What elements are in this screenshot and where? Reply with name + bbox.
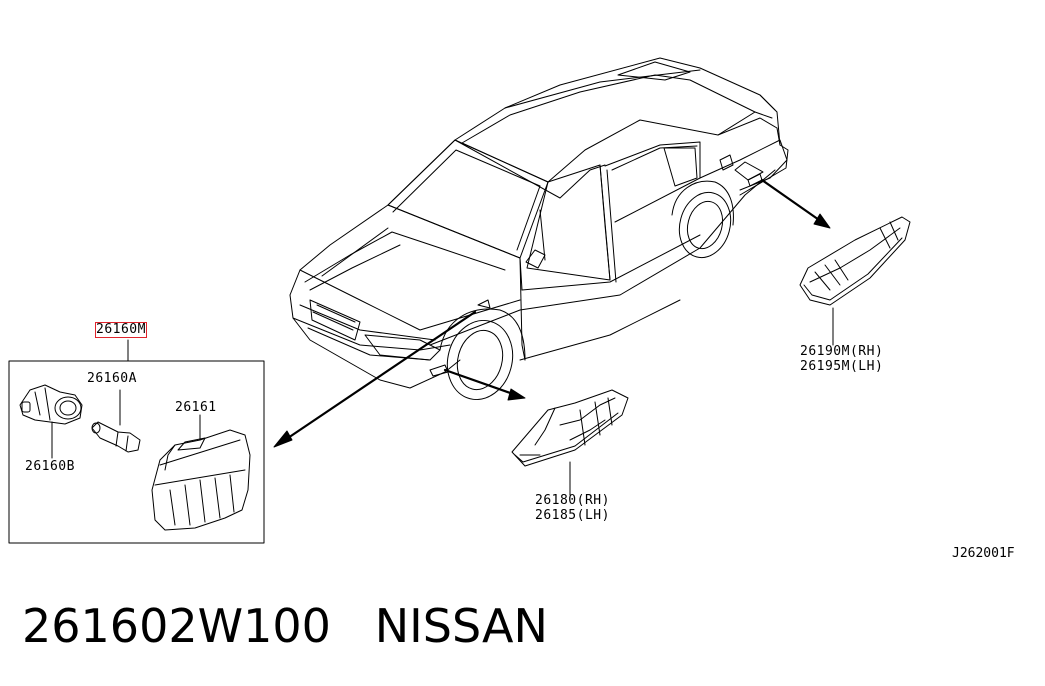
socket-part — [20, 385, 82, 424]
diagram-reference-code: J262001F — [952, 546, 1015, 561]
footer-title: 261602W100 NISSAN — [22, 598, 548, 654]
footer-part-number: 261602W100 — [22, 599, 331, 653]
component-box — [9, 361, 264, 543]
part-label-26161[interactable]: 26161 — [175, 400, 217, 415]
footer-brand: NISSAN — [374, 599, 548, 653]
part-label-26160B[interactable]: 26160B — [25, 459, 75, 474]
car-illustration — [290, 58, 788, 407]
footer-spacer — [331, 599, 375, 653]
rear-side-marker — [800, 217, 910, 305]
part-label-26185[interactable]: 26185(LH) — [535, 508, 610, 523]
part-label-26190M[interactable]: 26190M(RH) — [800, 344, 884, 359]
arrow-to-box — [274, 312, 475, 447]
arrow-to-front-marker — [445, 370, 525, 400]
lens-part — [152, 430, 250, 530]
part-label-26160M[interactable]: 26160M — [95, 322, 147, 338]
part-label-26195M[interactable]: 26195M(LH) — [800, 359, 884, 374]
part-label-26160A[interactable]: 26160A — [87, 371, 137, 386]
arrow-to-rear-marker — [762, 180, 830, 228]
part-label-26180[interactable]: 26180(RH) — [535, 493, 610, 508]
bulb-part — [92, 422, 140, 452]
front-side-marker — [512, 390, 628, 466]
